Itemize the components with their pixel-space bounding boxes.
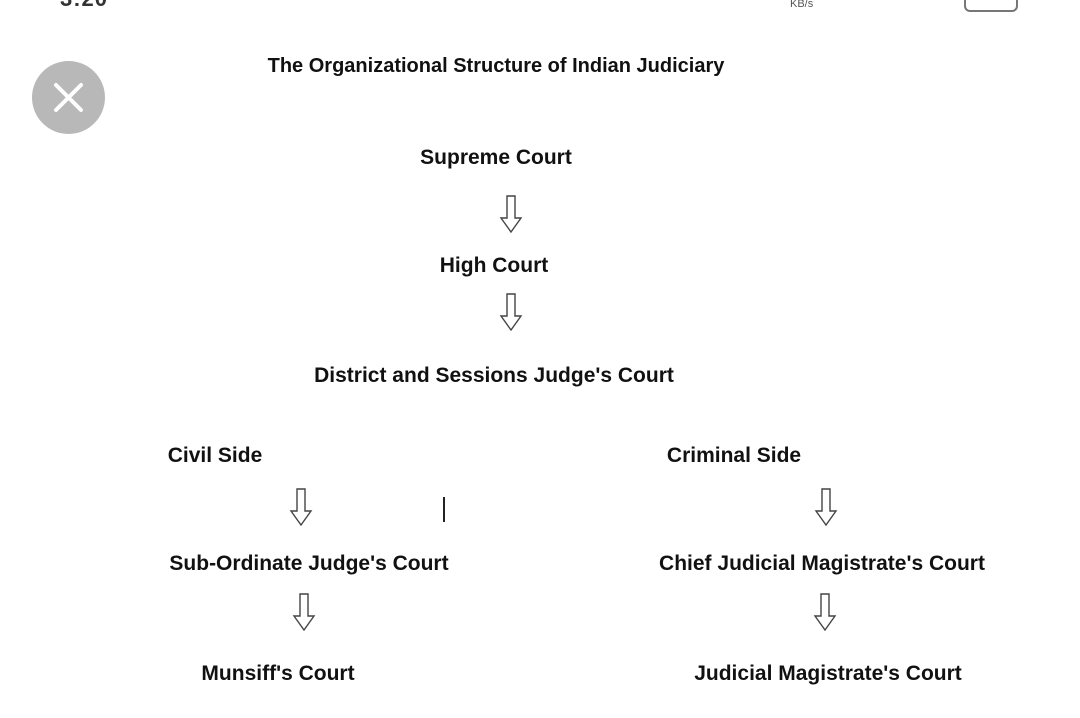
node-munsiff-court: Munsiff's Court: [201, 662, 355, 685]
arrow-down-icon: [499, 195, 523, 233]
arrow-down-icon: [814, 488, 838, 526]
node-district-sessions-court: District and Sessions Judge's Court: [314, 364, 674, 387]
close-button[interactable]: [32, 61, 105, 134]
node-judicial-magistrate: Judicial Magistrate's Court: [694, 662, 962, 685]
arrow-down-icon: [289, 488, 313, 526]
close-icon: [54, 83, 83, 112]
battery-icon: [964, 0, 1018, 12]
node-criminal-side: Criminal Side: [666, 444, 802, 467]
node-sub-ordinate-court: Sub-Ordinate Judge's Court: [169, 552, 449, 575]
separator-line: [443, 497, 445, 522]
node-high-court: High Court: [439, 254, 549, 277]
node-supreme-court: Supreme Court: [420, 146, 572, 169]
status-bar: 3:20 KB/s: [0, 0, 1080, 14]
node-chief-judicial-magistrate: Chief Judicial Magistrate's Court: [659, 552, 985, 575]
status-time: 3:20: [60, 0, 108, 11]
network-speed-unit: KB/s: [790, 0, 814, 10]
arrow-down-icon: [813, 593, 837, 631]
node-civil-side: Civil Side: [167, 444, 263, 467]
arrow-down-icon: [499, 293, 523, 331]
arrow-down-icon: [292, 593, 316, 631]
diagram-title: The Organizational Structure of Indian J…: [267, 55, 725, 77]
